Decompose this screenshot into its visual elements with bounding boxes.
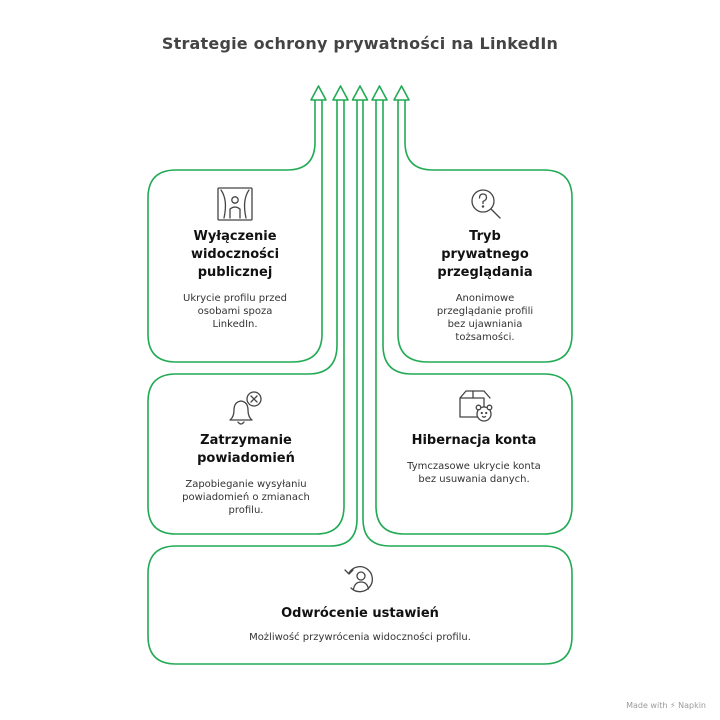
card-title: Wyłączenie widoczności publicznej	[190, 229, 280, 280]
card-revert: Odwrócenie ustawień Możliwość przywrócen…	[148, 605, 572, 644]
arrowhead-revert	[351, 85, 369, 101]
arrowhead-hibernate	[371, 85, 388, 101]
card-title: Hibernacja konta	[411, 433, 537, 448]
card-outline-hibernate	[375, 99, 573, 535]
card-notifications: Zatrzymanie powiadomień Zapobieganie wys…	[148, 432, 344, 517]
card-description: Ukrycie profilu przed osobami spoza Link…	[183, 293, 287, 330]
card-description: Możliwość przywrócenia widoczności profi…	[249, 632, 471, 643]
napkin-watermark: Made with ⚡ Napkin	[626, 701, 706, 710]
card-description: Tymczasowe ukrycie konta bez usuwania da…	[407, 461, 541, 485]
arrowhead-visibility	[310, 85, 327, 101]
card-hibernate: Hibernacja konta Tymczasowe ukrycie kont…	[376, 432, 572, 486]
box-bear-icon	[459, 390, 493, 422]
card-outline-private-mode	[397, 99, 573, 363]
card-description: Anonimowe przeglądanie profili bez ujawn…	[436, 293, 534, 343]
user-restore-icon	[344, 566, 373, 593]
arrowhead-private-mode	[393, 85, 410, 101]
arrowhead-notifications	[332, 85, 349, 101]
card-outline-notifications	[147, 99, 345, 535]
question-magnifier-icon	[471, 189, 501, 219]
card-outline-revert	[147, 99, 573, 665]
card-title: Zatrzymanie powiadomień	[197, 433, 295, 466]
card-title: Odwrócenie ustawień	[281, 606, 439, 621]
card-description: Zapobieganie wysyłaniu powiadomień o zmi…	[182, 479, 310, 516]
card-outline-visibility	[147, 99, 323, 363]
card-title: Tryb prywatnego przeglądania	[437, 229, 533, 280]
card-private-mode: Tryb prywatnego przeglądania Anonimowe p…	[398, 228, 572, 344]
card-visibility: Wyłączenie widoczności publicznej Ukryci…	[148, 228, 322, 331]
page-title: Strategie ochrony prywatności na LinkedI…	[161, 34, 559, 53]
curtains-person-icon	[217, 187, 253, 221]
bell-cancel-icon	[229, 391, 262, 425]
